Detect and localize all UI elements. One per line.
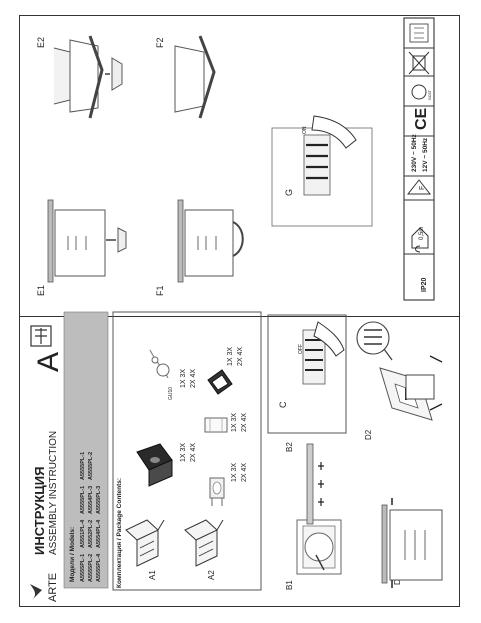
label-e1: E1 — [36, 285, 46, 296]
qty-1-b: 2X 4X — [190, 443, 197, 462]
model-4-2: A5555PL-2 — [88, 452, 94, 480]
label-e2: E2 — [36, 37, 46, 48]
cable-icon — [415, 245, 421, 253]
step-g: G ON — [271, 115, 373, 227]
cable-length: 0,5m — [419, 227, 425, 240]
step-b1: B1 — [285, 519, 342, 590]
models-label: Модели / Models: — [69, 527, 76, 582]
qty-3-b: 2X 4X — [241, 463, 248, 482]
header-block: ARTE ИНСТРУКЦИЯ ASSEMBLY INSTRUCTION A М… — [30, 311, 109, 602]
step-e1: E1 — [36, 199, 127, 296]
step-d1: D1 — [381, 498, 443, 588]
step-f2: F2 — [155, 35, 216, 119]
gu10-label: GU10 — [168, 387, 174, 400]
model-1-3: A5555PL-4 — [96, 553, 102, 582]
label-a2: A2 — [207, 570, 216, 580]
qty-2-b: 2X 4X — [190, 369, 197, 388]
title-ru: ИНСТРУКЦИЯ — [32, 467, 47, 555]
qty-5-b: 2X 4X — [237, 347, 244, 366]
label-g: G — [284, 189, 294, 196]
label-off: OFF — [298, 344, 304, 354]
booklet-icon — [30, 325, 52, 347]
title-en: ASSEMBLY INSTRUCTION — [48, 431, 59, 555]
instruction-sheet — [19, 15, 460, 607]
magnifier-detail — [356, 321, 393, 361]
models-box — [63, 311, 109, 589]
model-2-1: A5551PL-4 — [80, 519, 86, 548]
model-1-2: A5555PL-2 — [88, 554, 94, 582]
model-3-1: A5555PL-1 — [80, 486, 86, 514]
transformer-icon — [204, 417, 228, 433]
model-4-1: A5555PL-1 — [80, 452, 86, 480]
model-1-1: A5555PL-1 — [80, 554, 86, 582]
gu10-connector-icon — [149, 349, 170, 379]
brand-name: ARTE — [47, 573, 59, 602]
square-frame-icon — [207, 369, 233, 395]
spec-strip: IP20 0,5m F 230V ~ 50Hz 12V ~ 50Hz CE GO… — [403, 17, 435, 301]
gost-mark: GOST — [428, 89, 432, 100]
label-on: ON — [302, 126, 308, 134]
qty-1-a: 1X 3X — [180, 443, 187, 462]
ce-mark: CE — [413, 107, 430, 130]
page-divider — [20, 316, 459, 317]
model-2-2: A5552PL-2 — [88, 520, 94, 548]
label-a1: A1 — [148, 570, 157, 580]
label-b2: B2 — [285, 442, 294, 452]
qty-4-b: 2X 4X — [241, 413, 248, 432]
lamp-body-icon — [136, 443, 173, 487]
safety-class-icon — [409, 23, 429, 43]
label-c: C — [278, 401, 288, 408]
voltage-1: 230V ~ 50Hz — [411, 133, 418, 172]
step-f1: F1 — [155, 199, 244, 296]
qty-4-a: 1X 3X — [231, 413, 238, 432]
model-3-2: A5554PL-3 — [88, 486, 94, 514]
model-3-3: A5555PL-3 — [96, 486, 102, 514]
step-c: C OFF — [267, 314, 347, 434]
arte-logo: ARTE — [30, 573, 59, 602]
qty-5-a: 1X 3X — [227, 347, 234, 366]
label-f2: F2 — [155, 37, 165, 48]
package-a1: A1 — [125, 519, 165, 580]
label-b1: B1 — [285, 580, 294, 590]
voltage-2: 12V ~ 50Hz — [422, 137, 429, 172]
f-mark-icon: F — [406, 179, 432, 195]
step-d2: D2 — [364, 355, 443, 440]
big-letter-a: A — [32, 352, 65, 372]
ip-rating: IP20 — [421, 277, 428, 292]
package-box — [112, 311, 262, 591]
label-f1: F1 — [155, 285, 165, 296]
model-2-3: A5554PL-4 — [96, 519, 102, 548]
label-d2: D2 — [364, 429, 373, 440]
weee-bin-icon — [408, 51, 430, 75]
step-e2: E2 — [36, 35, 123, 119]
step-b2: B2 — [285, 442, 324, 525]
qty-2-a: 1X 3X — [180, 369, 187, 388]
halogen-bulb-icon — [209, 477, 225, 506]
package-label: Комплектация / Package Contents: — [116, 478, 123, 588]
home-icon — [411, 227, 429, 249]
qty-3-a: 1X 3X — [231, 463, 238, 482]
package-a2: A2 — [184, 519, 224, 580]
gost-mark-icon: GOST — [411, 84, 432, 100]
f-mark: F — [419, 186, 426, 190]
